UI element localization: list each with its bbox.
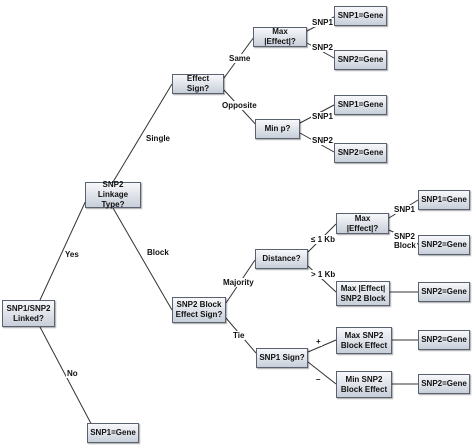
node-max-effect-snp2-block: Max |Effect| SNP2 Block bbox=[336, 281, 390, 306]
edge-label-blk-snp2-block: SNP2 Block bbox=[393, 232, 417, 251]
node-linkage-type: SNP2 Linkage Type? bbox=[85, 180, 141, 209]
edge-root-linkage bbox=[39, 195, 89, 301]
edge-label-minus: – bbox=[315, 375, 322, 385]
node-max-effect: Max |Effect|? bbox=[253, 27, 307, 47]
edge-label-gt-1kb: > 1 Kb bbox=[310, 270, 337, 280]
node-same-snp2-gene: SNP2=Gene bbox=[334, 50, 387, 70]
node-max-snp2-block-effect: Max SNP2 Block Effect bbox=[336, 327, 392, 354]
edge-linkage-effect-sign bbox=[112, 83, 173, 183]
edge-label-single: Single bbox=[145, 134, 172, 144]
node-min-snp2-block-effect: Min SNP2 Block Effect bbox=[336, 371, 392, 398]
node-block-effect-sign: SNP2 Block Effect Sign? bbox=[172, 297, 226, 323]
node-blk-snp2-gene: SNP2=Gene bbox=[418, 235, 470, 255]
edge-label-blk-snp2-block-text: SNP2 Block bbox=[394, 232, 416, 251]
edge-label-yes: Yes bbox=[64, 250, 80, 260]
node-distance: Distance? bbox=[255, 249, 308, 269]
node-no-snp1-gene: SNP1=Gene bbox=[87, 423, 139, 443]
edge-label-tie: Tie bbox=[232, 331, 246, 341]
node-minus-snp2-gene: SNP2=Gene bbox=[418, 374, 470, 394]
edge-label-blk-snp1: SNP1 bbox=[393, 205, 416, 215]
edge-label-same: Same bbox=[228, 54, 252, 64]
edge-label-le-1kb: ≤ 1 Kb bbox=[310, 235, 336, 245]
node-opp-snp1-gene: SNP1=Gene bbox=[334, 95, 387, 115]
edge-label-same-snp2: SNP2 bbox=[311, 43, 334, 53]
node-snp1-sign: SNP1 Sign? bbox=[256, 348, 308, 368]
edge-label-block: Block bbox=[146, 248, 170, 258]
edge-label-plus: + bbox=[315, 337, 322, 347]
edge-root-no bbox=[39, 326, 97, 434]
edge-snp1sign-min bbox=[307, 361, 337, 385]
node-effect-sign: Effect Sign? bbox=[172, 74, 224, 94]
edge-label-no: No bbox=[66, 369, 79, 379]
edge-linkage-block-sign bbox=[112, 207, 173, 311]
node-opp-snp2-gene: SNP2=Gene bbox=[334, 143, 387, 163]
node-same-snp1-gene: SNP1=Gene bbox=[334, 6, 387, 26]
node-plus-snp2-gene: SNP2=Gene bbox=[418, 330, 470, 350]
edge-label-opp-snp2: SNP2 bbox=[311, 136, 334, 146]
edge-label-opposite: Opposite bbox=[221, 101, 258, 111]
edge-snp1sign-max bbox=[307, 339, 337, 353]
node-gt1kb-snp2-gene: SNP2=Gene bbox=[418, 282, 470, 302]
edge-label-same-snp1: SNP1 bbox=[311, 18, 334, 28]
node-blk-snp1-gene: SNP1=Gene bbox=[418, 190, 470, 210]
node-max-effect-block: Max |Effect|? bbox=[336, 213, 389, 234]
node-root: SNP1/SNP2 Linked? bbox=[2, 300, 55, 327]
edge-label-majority: Majority bbox=[222, 278, 255, 288]
edge-label-opp-snp1: SNP1 bbox=[311, 112, 334, 122]
node-min-p: Min p? bbox=[255, 119, 300, 139]
